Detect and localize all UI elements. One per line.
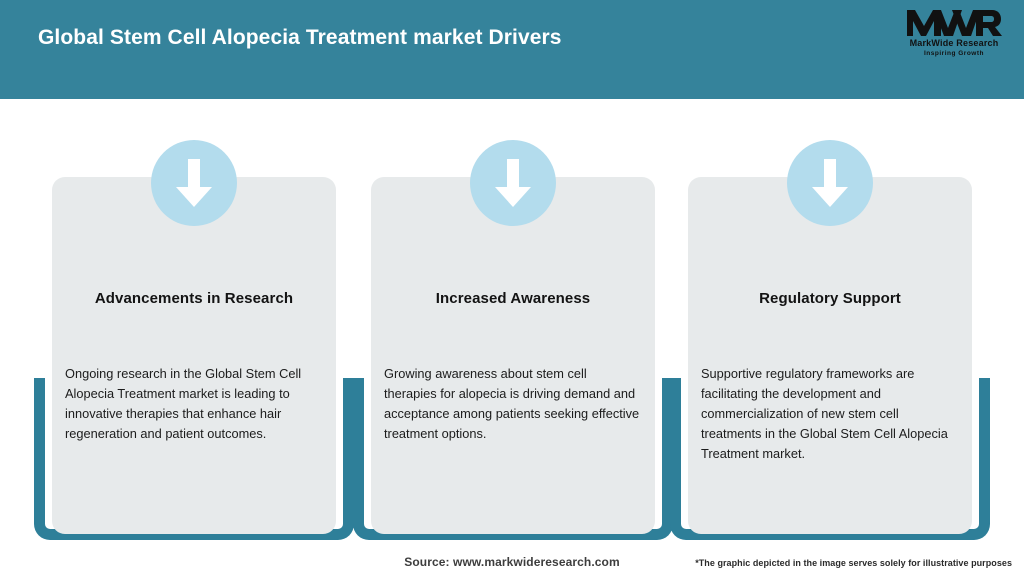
down-arrow-glyph xyxy=(812,159,848,207)
disclaimer-note: *The graphic depicted in the image serve… xyxy=(695,558,1012,568)
card-bracket xyxy=(353,378,673,540)
card-bracket xyxy=(34,378,354,540)
mwr-logo-icon xyxy=(907,10,1002,36)
card-title: Advancements in Research xyxy=(94,290,294,307)
brand-logo: MarkWide Research Inspiring Growth xyxy=(902,9,1006,59)
card-panel: Advancements in Research Ongoing researc… xyxy=(52,177,336,534)
down-arrow-icon xyxy=(151,140,237,226)
card-panel: Increased Awareness Growing awareness ab… xyxy=(371,177,655,534)
logo-name: MarkWide Research xyxy=(909,38,999,48)
card-body: Growing awareness about stem cell therap… xyxy=(384,366,640,441)
logo-tagline: Inspiring Growth xyxy=(924,50,984,57)
card-title: Increased Awareness xyxy=(435,290,591,307)
down-arrow-icon xyxy=(470,140,556,226)
down-arrow-glyph xyxy=(495,159,531,207)
card-title: Regulatory Support xyxy=(759,290,901,307)
down-arrow-glyph xyxy=(176,159,212,207)
card-panel: Regulatory Support Supportive regulatory… xyxy=(688,177,972,534)
card-body: Ongoing research in the Global Stem Cell… xyxy=(65,366,302,441)
down-arrow-icon xyxy=(787,140,873,226)
header-bar xyxy=(0,0,1024,99)
source-label: Source: www.markwideresearch.com xyxy=(404,555,620,569)
card-bracket xyxy=(670,378,990,540)
page-title: Global Stem Cell Alopecia Treatment mark… xyxy=(38,26,562,49)
card-body: Supportive regulatory frameworks are fac… xyxy=(701,366,948,461)
